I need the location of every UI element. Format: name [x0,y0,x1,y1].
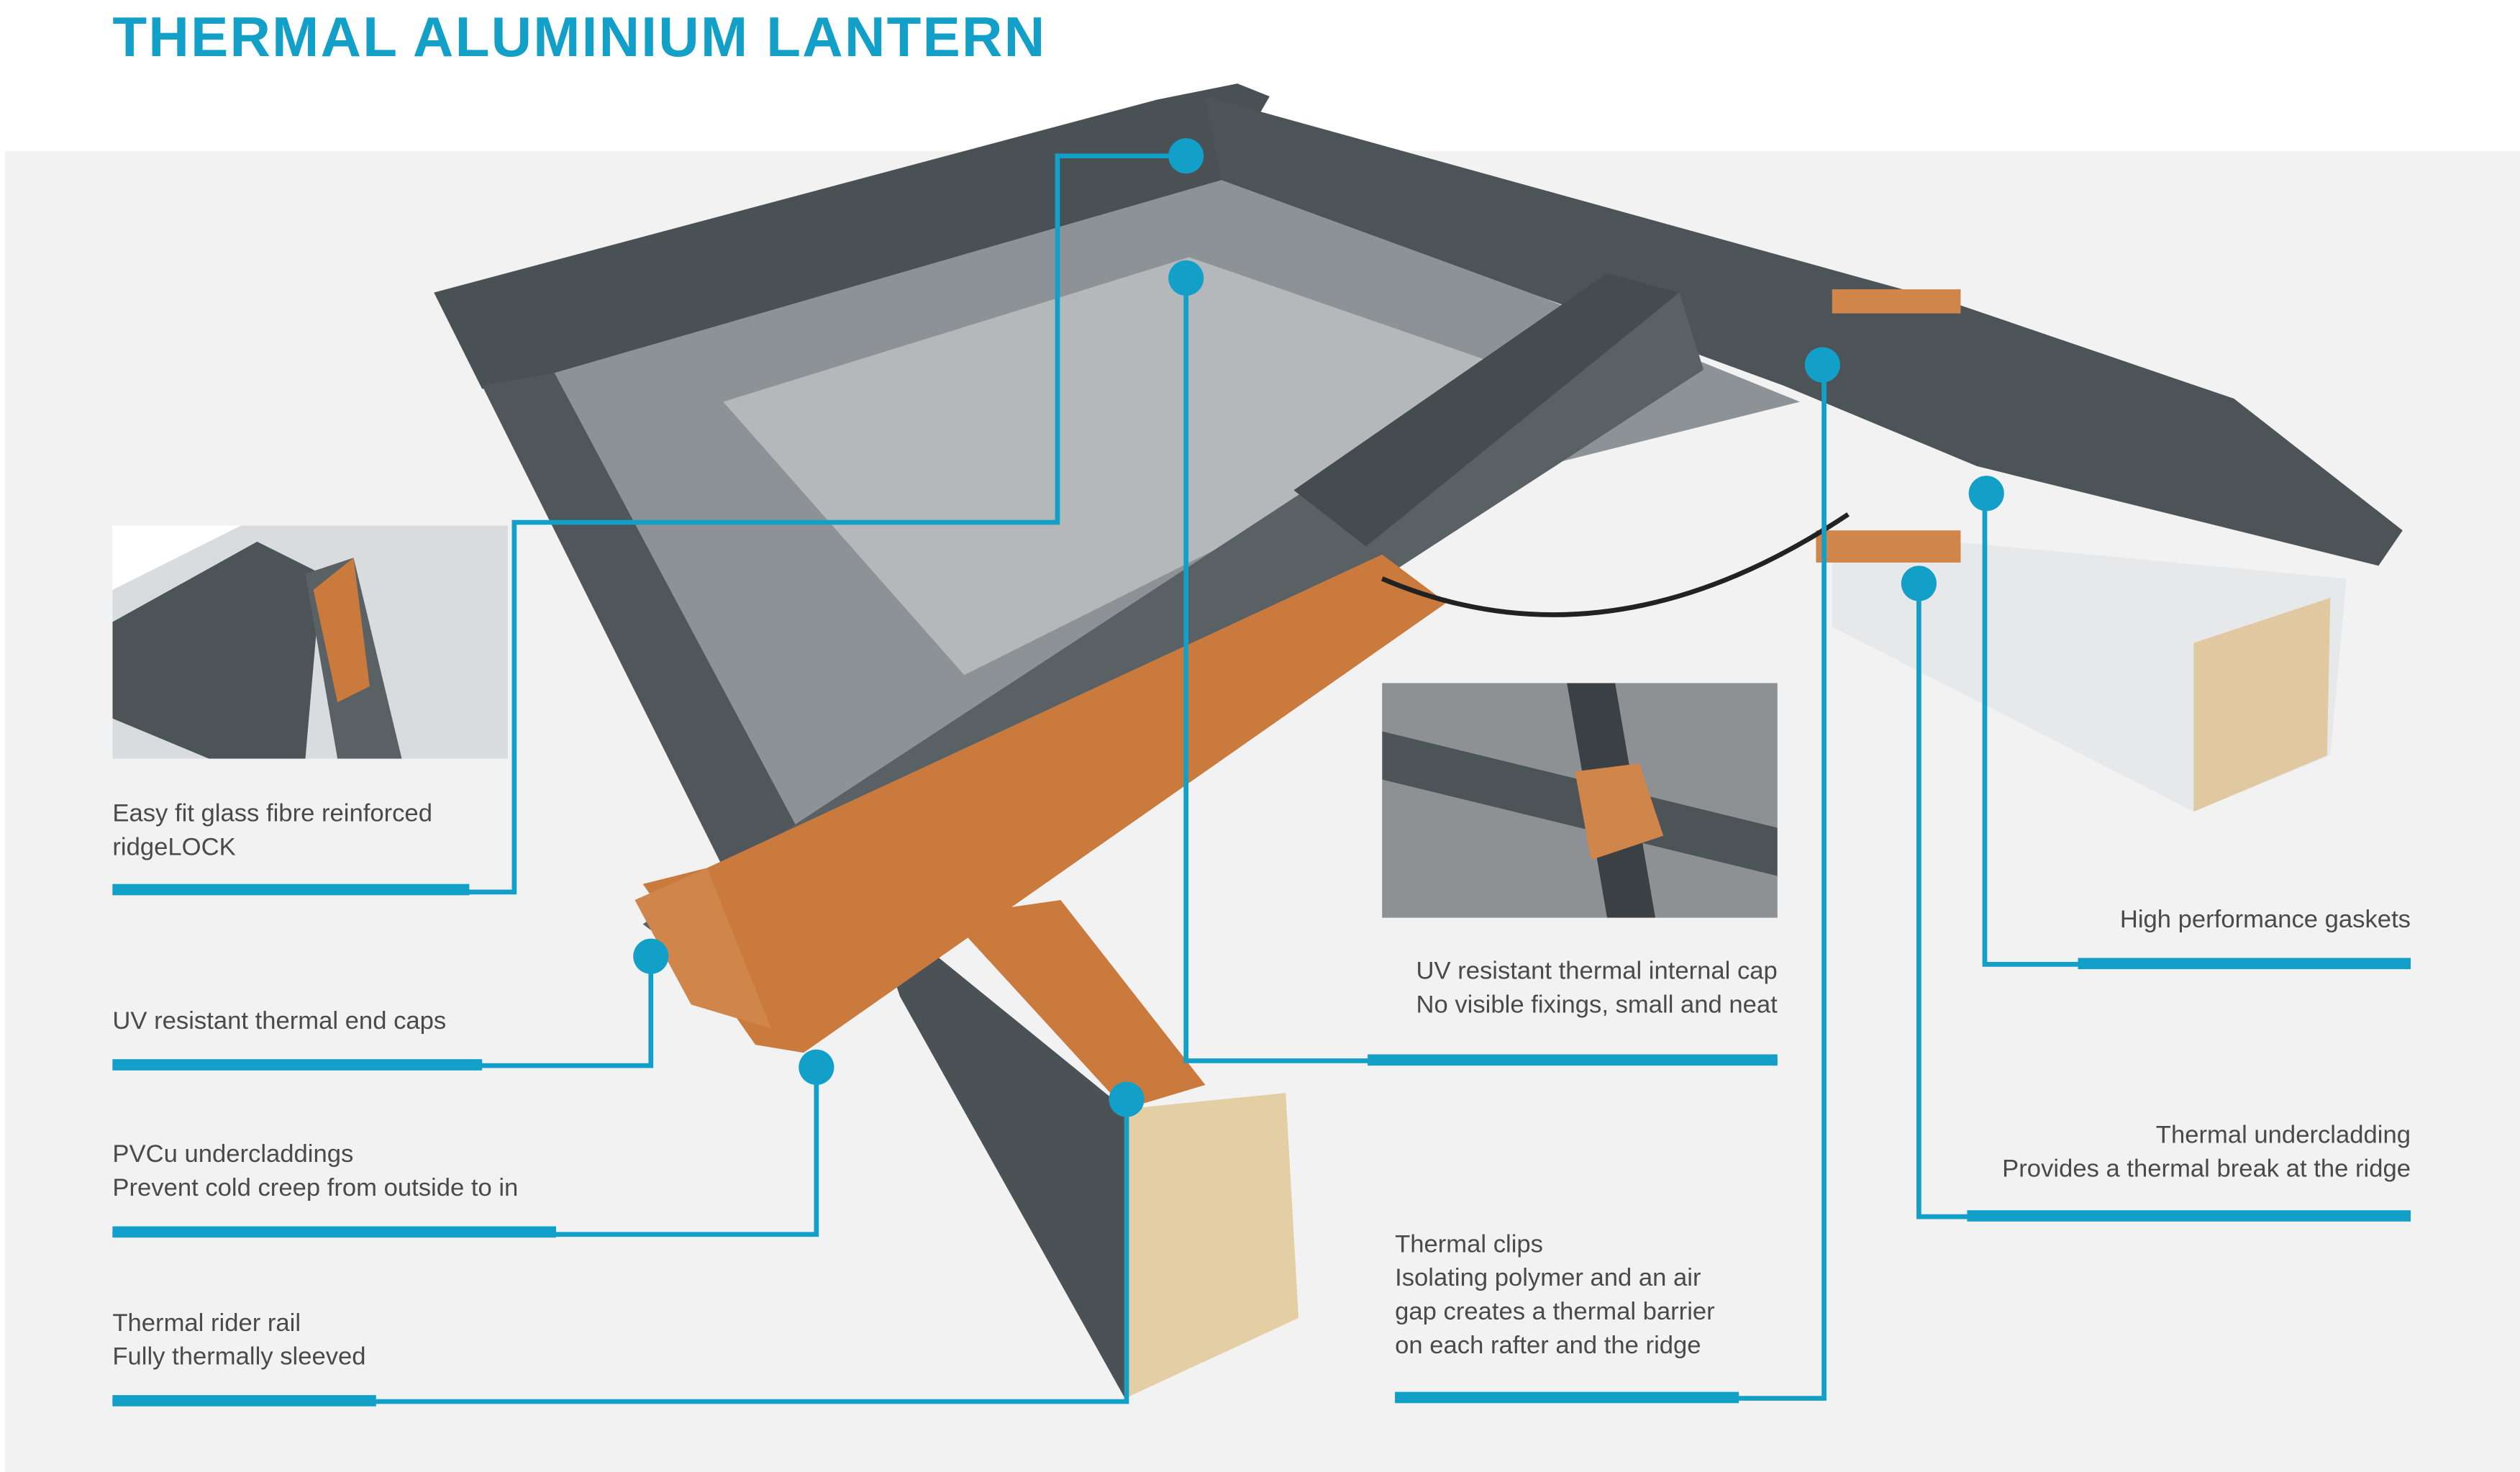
underline-internal-cap [1368,1054,1778,1066]
callout-line: Thermal undercladding [2155,1122,2411,1150]
callout-line: ridgeLOCK [112,834,236,862]
marker-dot-gaskets [1968,476,2004,512]
marker-dot-end-caps [633,938,669,974]
callout-line: UV resistant thermal internal cap [1416,958,1778,986]
ridge-frame [434,83,1270,389]
callout-internal-cap: UV resistant thermal internal cap No vis… [1416,955,1777,1022]
callout-line: Thermal clips [1395,1231,1544,1259]
callout-gaskets: High performance gaskets [2120,904,2411,937]
callout-line: gap creates a thermal barrier [1395,1299,1715,1327]
ridge-left-descend [482,373,836,901]
wall-beam-side [1124,1093,1299,1399]
glass-inner [723,257,1607,676]
callout-line: Fully thermally sleeved [112,1343,366,1371]
callout-line: PVCu undercladdings [112,1141,354,1169]
marker-dot-undercladding [1901,565,1937,601]
ridgelock-inset-photo [112,525,508,759]
ridge-top [1205,96,2403,566]
cable [1380,512,1850,617]
underline-rider-rail [112,1395,376,1407]
callout-thermal-clips: Thermal clips Isolating polymer and an a… [1395,1228,1715,1363]
right-timber-end [2193,598,2331,812]
orange-underclad [642,554,1447,1053]
callout-line: No visible fixings, small and neat [1416,991,1778,1019]
marker-dot-ridgelock [1168,138,1204,174]
callout-line: High performance gaskets [2119,906,2411,934]
leader-rider-rail [112,1099,1129,1404]
page-title: THERMAL ALUMINIUM LANTERN [112,6,1047,70]
internal-cap-inset-photo [1382,683,1778,918]
marker-dot-rider-rail [1109,1081,1145,1117]
callout-line: Prevent cold creep from outside to in [112,1175,519,1203]
underline-pvcu [112,1226,556,1238]
marker-dot-thermal-clips [1804,347,1840,383]
ridge-underclad [1816,530,1961,563]
underline-gaskets [2078,958,2411,970]
callout-line: Provides a thermal break at the ridge [2002,1155,2411,1183]
beam-trim [948,900,1206,1109]
callout-end-caps: UV resistant thermal end caps [112,1004,446,1038]
callout-line: on each rafter and the ridge [1395,1332,1701,1360]
callout-ridgelock: Easy fit glass fibre reinforced ridgeLOC… [112,797,432,865]
underline-end-caps [112,1059,483,1071]
wall-beam [868,900,1125,1399]
hip-rafter-top [1293,273,1680,547]
callout-rider-rail: Thermal rider rail Fully thermally sleev… [112,1307,365,1374]
marker-dot-pvcu [799,1049,834,1085]
callout-undercladding: Thermal undercladding Provides a thermal… [2002,1119,2411,1186]
underline-undercladding [1967,1210,2411,1222]
callout-line: Easy fit glass fibre reinforced [112,800,432,828]
end-cap [634,868,772,1029]
callout-line: Isolating polymer and an air [1395,1265,1701,1293]
callout-pvcu: PVCu undercladdings Prevent cold creep f… [112,1138,518,1206]
callout-line: Thermal rider rail [112,1309,301,1337]
underline-ridgelock [112,883,470,896]
underline-thermal-clips [1395,1391,1739,1404]
marker-dot-internal-cap [1168,260,1204,296]
callout-line: UV resistant thermal end caps [112,1007,447,1035]
thermal-clip [1832,289,1961,314]
